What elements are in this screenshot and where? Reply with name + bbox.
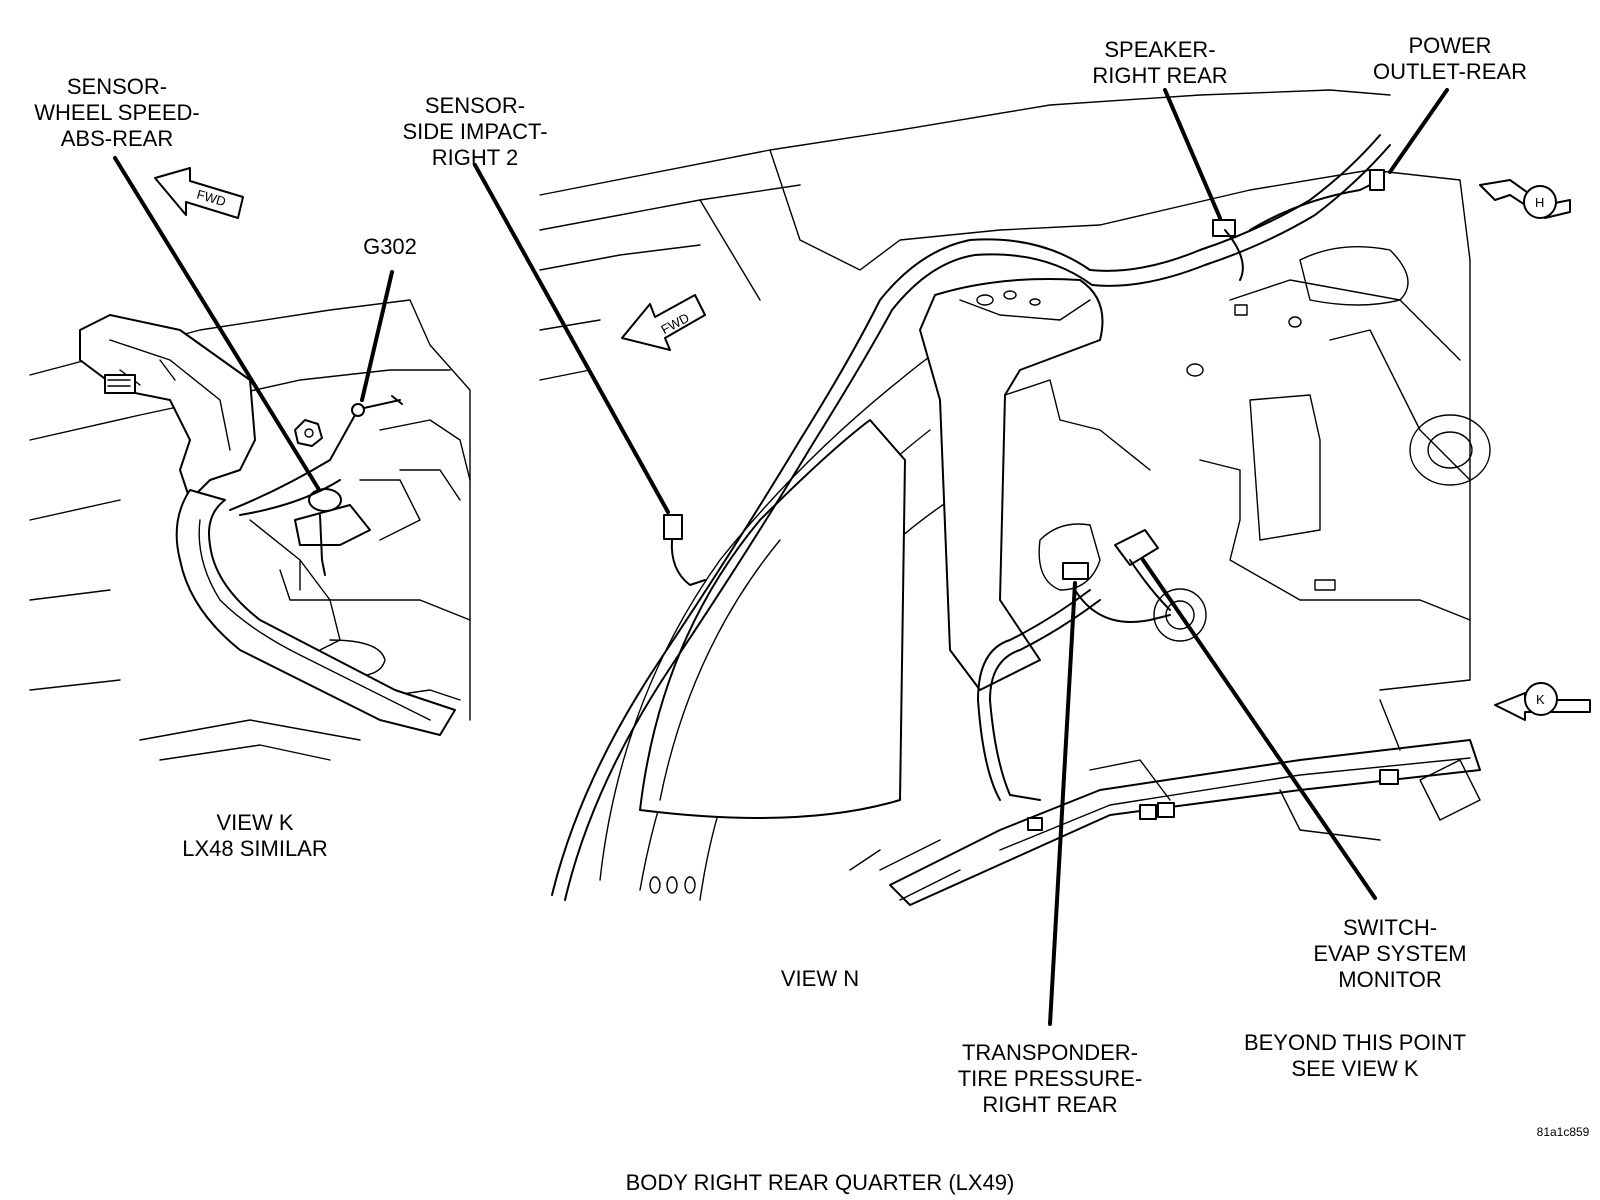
label-ground-g302: G302 <box>363 234 417 259</box>
label-view-n: VIEW N <box>780 966 860 991</box>
view-h-letter: H <box>1535 195 1544 210</box>
label-view-k: VIEW K LX48 SIMILAR <box>182 810 328 861</box>
view-k-letter: K <box>1536 692 1545 707</box>
label-power-outlet-rear: POWER OUTLET-REAR <box>1372 33 1528 84</box>
label-sensor-side-impact: SENSOR- SIDE IMPACT- RIGHT 2 <box>402 93 548 170</box>
label-sensor-wheel-speed: SENSOR- WHEEL SPEED- ABS-REAR <box>34 74 200 151</box>
fwd-arrow-view-k: FWD <box>154 167 244 219</box>
figure-caption: BODY RIGHT REAR QUARTER (LX49) <box>625 1170 1015 1195</box>
view-k-drawing: FWD <box>29 167 471 761</box>
fwd-arrow-view-n: FWD <box>621 294 706 351</box>
label-transponder: TRANSPONDER- TIRE PRESSURE- RIGHT REAR <box>957 1040 1143 1117</box>
label-switch-evap: SWITCH- EVAP SYSTEM MONITOR <box>1313 915 1467 992</box>
view-n-drawing: FWD H K <box>539 89 1591 906</box>
label-beyond-this-point: BEYOND THIS POINT SEE VIEW K <box>1243 1030 1467 1081</box>
view-h-marker: H <box>1479 179 1571 219</box>
view-k-marker: K <box>1494 682 1591 721</box>
figure-code: 81a1c859 <box>1536 1125 1590 1139</box>
leader-lines <box>113 88 1449 1026</box>
label-speaker-right-rear: SPEAKER- RIGHT REAR <box>1092 37 1228 88</box>
